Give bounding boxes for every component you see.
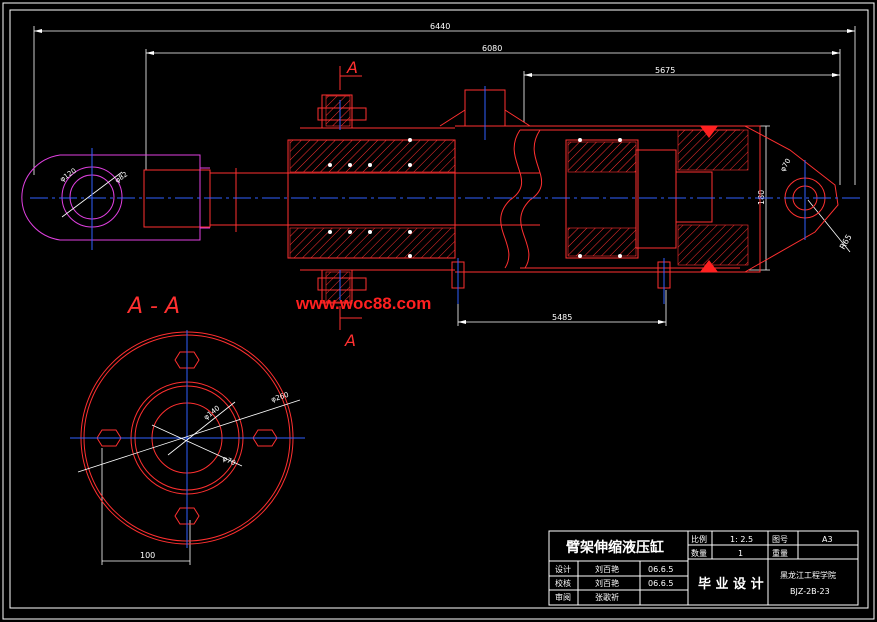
design-name: 刘百艳 bbox=[595, 564, 619, 574]
cylinder-outline bbox=[143, 89, 839, 304]
dim-eye-dia: φ120 bbox=[59, 167, 78, 184]
drawn-date: 06.6.5 bbox=[648, 579, 673, 588]
drawing-no-label: 图号 bbox=[772, 535, 788, 544]
dim-flange-offset: 100 bbox=[140, 551, 155, 560]
dim-end-pin-dia: φ70 bbox=[779, 157, 793, 173]
design-label: 设计 bbox=[555, 564, 571, 574]
section-mark-top: A bbox=[346, 58, 358, 77]
project-label: 毕 业 设 计 bbox=[698, 576, 764, 592]
review-name: 张歌祈 bbox=[595, 592, 619, 602]
design-date: 06.6.5 bbox=[648, 565, 673, 574]
dim-pin-dia: φ82 bbox=[114, 170, 130, 184]
scale-value: 1: 2.5 bbox=[730, 535, 753, 544]
dim-end-height: 180 bbox=[757, 190, 766, 205]
inner-frame bbox=[9, 9, 869, 609]
marker-triangle-top bbox=[700, 126, 718, 138]
school-name: 黑龙江工程学院 bbox=[780, 570, 836, 580]
dimension-arrows bbox=[34, 29, 855, 324]
section-view-title: A - A bbox=[126, 294, 180, 319]
dim-barrel-length: 5675 bbox=[655, 66, 675, 75]
seal-marks bbox=[328, 138, 622, 258]
drawn-label: 校核 bbox=[555, 578, 571, 588]
watermark: www.woc88.com bbox=[295, 294, 431, 313]
dim-overall-length: 6440 bbox=[430, 22, 450, 31]
title-block-grid bbox=[548, 530, 859, 606]
drawing-no-value: A3 bbox=[822, 535, 833, 544]
section-cut-lines bbox=[339, 66, 362, 330]
flange-center-lines bbox=[70, 330, 305, 548]
dim-flange-inner: φ140 bbox=[202, 404, 221, 421]
scale-label: 比例 bbox=[691, 534, 707, 544]
weight-label: 重量 bbox=[772, 548, 788, 558]
qty-label: 数量 bbox=[691, 548, 707, 558]
drawing-name: 臂架伸缩液压缸 bbox=[566, 539, 664, 556]
section-mark-bottom: A bbox=[344, 331, 356, 350]
dimension-lines bbox=[33, 26, 856, 565]
class-code: BJZ-2B-23 bbox=[790, 587, 830, 596]
grease-nipples bbox=[451, 261, 671, 289]
dim-port-spacing: 5485 bbox=[552, 313, 572, 322]
flange-leaders bbox=[77, 399, 301, 473]
review-label: 审阅 bbox=[555, 592, 571, 602]
section-hatching bbox=[289, 95, 749, 303]
dim-end-radius: R65 bbox=[838, 233, 854, 251]
qty-value: 1 bbox=[738, 549, 743, 558]
dim-bolt-circle: φ70 bbox=[221, 455, 237, 468]
center-lines bbox=[30, 86, 860, 304]
dim-rod-length: 6080 bbox=[482, 44, 502, 53]
drawn-name: 刘百艳 bbox=[595, 578, 619, 588]
marker-triangle-bottom bbox=[700, 260, 718, 272]
